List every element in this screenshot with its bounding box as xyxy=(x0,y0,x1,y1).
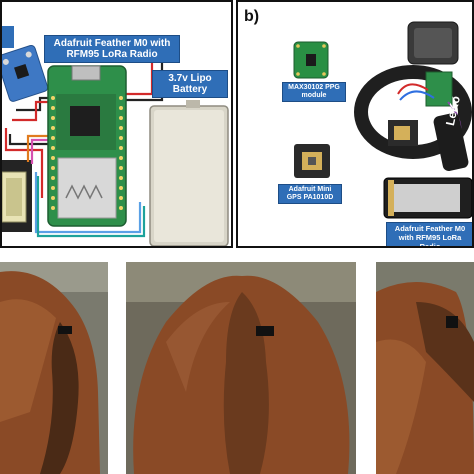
panel-b-components: b) xyxy=(236,0,474,248)
components-photo xyxy=(293,21,472,219)
lipo-battery xyxy=(149,100,229,246)
horse-photo-right xyxy=(376,262,474,474)
max30102-module xyxy=(293,41,329,79)
horse-left-drawing xyxy=(0,262,108,474)
horse-right-drawing xyxy=(376,262,474,474)
gps-label: Adafruit Mini GPS PA1010D xyxy=(278,184,342,204)
feather-m0-label: Adafruit Feather M0 with RFM95 LoRa Radi… xyxy=(44,35,180,63)
feather-m0-photo xyxy=(383,177,472,219)
horse-photo-center xyxy=(126,262,356,474)
battery-label: 3.7v Lipo Battery xyxy=(152,70,228,98)
mini-gps-module xyxy=(294,144,330,178)
panel-a-wiring-diagram: Adafruit Feather M0 with RFM95 LoRa Radi… xyxy=(0,0,233,248)
wiring-diagram xyxy=(2,26,229,246)
horse-center-drawing xyxy=(126,262,356,474)
partial-label-left xyxy=(2,26,14,48)
feather-m0-label-b: Adafruit Feather M0 with RFM95 LoRa Radi… xyxy=(386,222,472,246)
horse-photo-left xyxy=(0,262,108,474)
wires xyxy=(4,60,164,238)
gps-module xyxy=(2,160,32,232)
panel-b-letter: b) xyxy=(244,8,260,25)
feather-m0-board xyxy=(47,65,127,227)
wearable-tracker xyxy=(354,21,472,171)
ppg-sensor-board xyxy=(2,44,49,102)
max30102-label: MAX30102 PPG module xyxy=(282,82,346,102)
